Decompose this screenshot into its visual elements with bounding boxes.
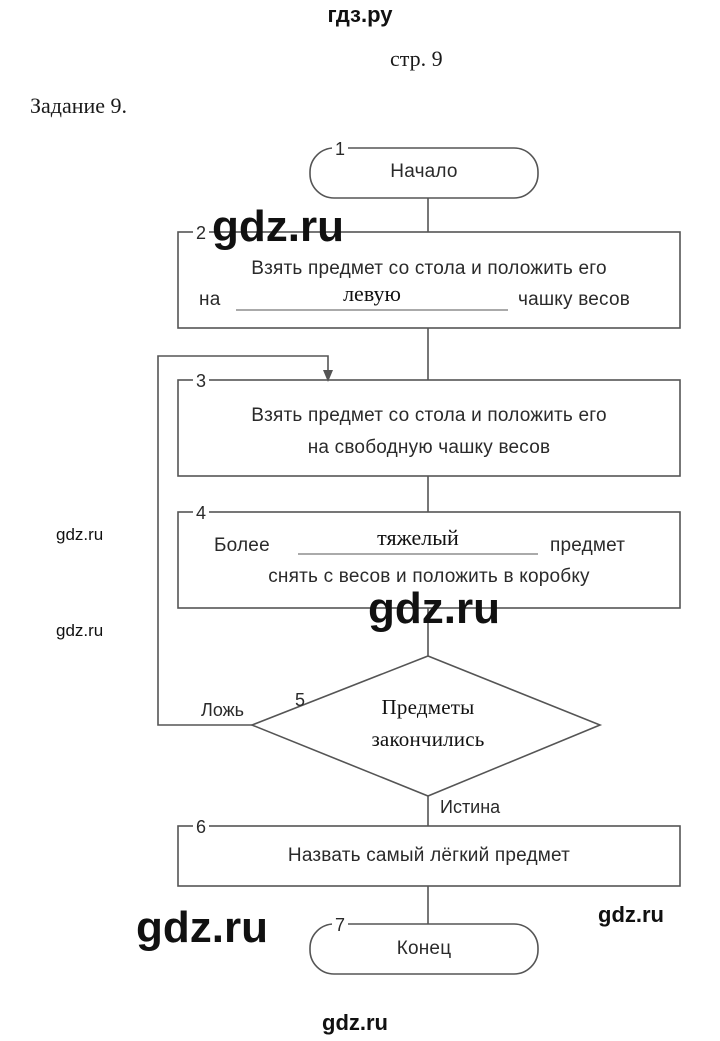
block-number-4: 4 xyxy=(193,503,210,524)
decision-line2: закончились xyxy=(371,727,485,751)
loop-arrowhead xyxy=(323,370,333,382)
watermark-small-2: gdz.ru xyxy=(56,621,104,640)
start-label: Начало xyxy=(390,161,458,182)
block2-line2-end: чашку весов xyxy=(518,289,631,310)
block4-line2: снять с весов и положить в коробку xyxy=(268,566,590,587)
decision-diamond-5 xyxy=(249,655,603,797)
watermark-big-2: gdz.ru xyxy=(368,584,500,633)
process-block-3 xyxy=(177,379,681,477)
block-number-2: 2 xyxy=(193,223,210,244)
block2-line1: Взять предмет со стола и положить его xyxy=(251,258,607,279)
site-header-watermark: гдз.ру xyxy=(327,2,393,27)
end-terminator xyxy=(309,923,539,975)
watermark-big-3: gdz.ru xyxy=(136,903,268,952)
block2-fill-answer: левую xyxy=(343,281,401,306)
true-branch-label: Истина xyxy=(440,797,501,817)
block3-line2: на свободную чашку весов xyxy=(307,437,551,458)
watermark-small-1: gdz.ru xyxy=(56,525,104,544)
decision-line1: Предметы xyxy=(381,695,475,719)
false-branch-label: Ложь xyxy=(201,700,245,720)
block-number-3: 3 xyxy=(193,371,210,392)
block-number-5: 5 xyxy=(295,690,306,710)
block-number-6: 6 xyxy=(193,817,210,838)
block4-line1-start: Более xyxy=(214,535,270,556)
false-loop-connector xyxy=(157,355,329,726)
page-number: стр. 9 xyxy=(390,46,443,71)
block-number-1: 1 xyxy=(332,139,349,160)
block2-line2-start: на xyxy=(199,289,221,310)
block4-fill-answer: тяжелый xyxy=(377,525,459,550)
watermark-right: gdz.ru xyxy=(598,902,664,927)
process-block-2 xyxy=(177,231,681,329)
block6-text: Назвать самый лёгкий предмет xyxy=(287,845,571,866)
block-number-7: 7 xyxy=(332,915,349,936)
watermark-big-1: gdz.ru xyxy=(212,202,344,251)
process-block-4 xyxy=(177,511,681,609)
block3-line1: Взять предмет со стола и положить его xyxy=(251,405,607,426)
start-terminator xyxy=(309,147,539,199)
task-title: Задание 9. xyxy=(30,93,128,118)
process-block-6 xyxy=(177,825,681,887)
end-label: Конец xyxy=(396,938,452,959)
block4-line1-end: предмет xyxy=(550,535,626,556)
watermark-bottom: gdz.ru xyxy=(322,1010,388,1035)
